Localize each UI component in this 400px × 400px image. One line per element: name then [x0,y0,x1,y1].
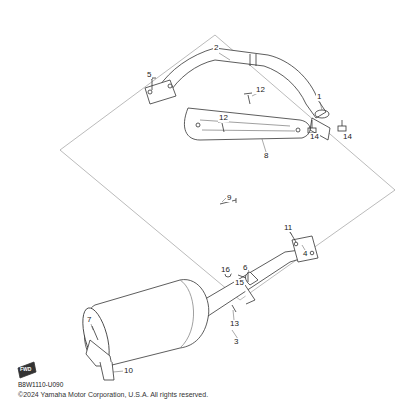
callout-number: 2 [213,44,219,52]
callout-number: 10 [123,367,134,375]
exhaust-pipe [145,48,326,118]
callout-number: 15 [234,279,245,287]
fwd-icon [18,362,36,378]
callout-number: 3 [233,338,239,346]
callout-number: 5 [146,71,152,79]
pipe-end [310,118,330,140]
leader-lines [91,53,322,372]
callout-number: 11 [283,224,293,232]
callout-number: 9 [226,194,232,202]
gasket [315,110,329,118]
callout-number: 13 [229,320,240,328]
callout-number: 1 [316,93,322,101]
copyright-note: ©2024 Yamaha Motor Corporation, U.S.A. A… [18,391,208,398]
callout-number: 7 [86,316,92,324]
callout-number: 14 [309,133,320,141]
fasteners [148,78,346,204]
callout-number: 12 [255,86,266,94]
fwd-mark: FWD [20,367,31,372]
callout-number: 4 [302,250,308,258]
callout-number: 16 [220,266,231,274]
callout-number: 6 [242,264,248,272]
muffler [78,236,318,380]
callout-number: 8 [263,152,269,160]
assembly-outline [60,35,395,300]
muffler-fasteners [92,232,296,340]
diagram-code: B8W1110-U090 [18,382,63,389]
callout-number: 14 [342,133,353,141]
heat-shield [184,108,310,140]
callout-number: 12 [218,114,229,122]
